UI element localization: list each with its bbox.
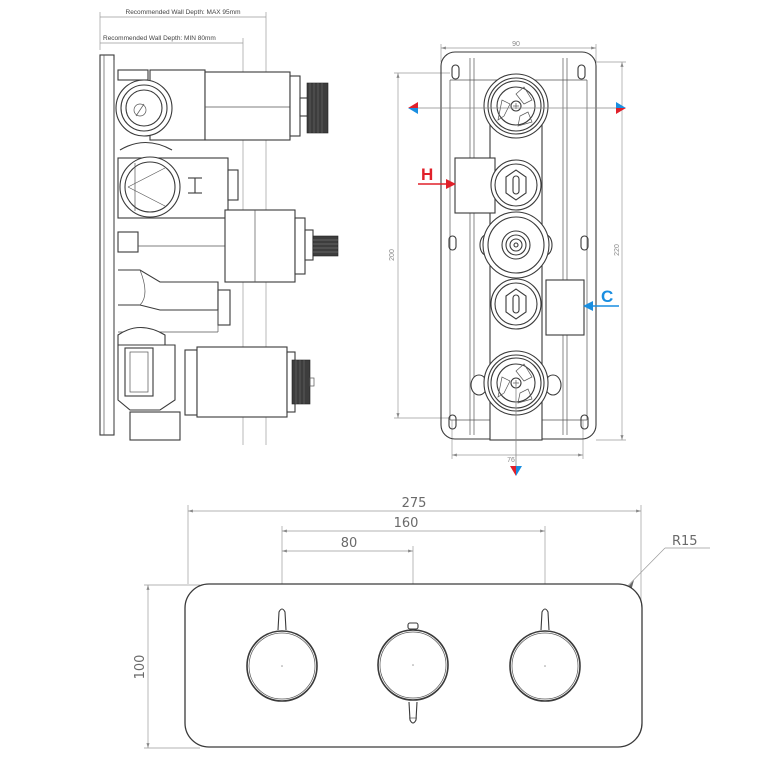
right-outlet-arrow-icon [616,102,626,114]
wall-depth-max-label: Recommended Wall Depth: MAX 95mm [126,9,241,16]
radius-label: R15 [672,534,698,549]
inner-spacing-label: 80 [341,536,358,551]
radius-callout: R15 [605,534,710,609]
outer-spacing-label: 160 [394,516,419,531]
hot-label: H [421,165,433,184]
front-view: 90 200 220 76 [389,41,626,476]
cold-isolator [490,278,542,330]
top-outlet-arrows [408,102,626,114]
down-outlet-arrow-icon [510,466,522,476]
faceplate-view: 275 160 80 100 R15 [133,496,710,749]
side-backplate [99,54,115,436]
right-control-knob [509,608,581,702]
height-label: 100 [133,655,148,680]
hot-inlet-box [454,157,496,214]
bottom-outlet-arrow [510,383,522,476]
thermostatic-cartridge [479,211,553,279]
hot-inlet-indicator: H [418,165,456,189]
left-control-knob [246,608,318,702]
width-dimension: 90 [440,41,597,62]
side-view: Recommended Wall Depth: MAX 95mm Recomme… [99,9,339,445]
cold-inlet-indicator: C [583,287,619,311]
hot-arrow-icon [446,179,456,189]
side-hot-inlet [117,141,239,219]
height-dimension-left-label: 200 [389,249,396,261]
side-cold-inlet [118,269,231,333]
height-dimension-right-label: 220 [614,244,621,256]
height-dimension: 100 [133,584,200,749]
top-outlet-valve [483,73,549,139]
mounting-slots [448,64,589,430]
cold-arrow-icon [583,301,593,311]
height-dimension-right: 220 [596,61,626,441]
overall-width-label: 275 [402,496,427,511]
left-outlet-arrow-icon [408,102,418,114]
centre-control-knob [377,622,449,724]
side-bottom-cartridge [117,326,315,441]
width-dimension-label: 90 [512,41,520,48]
side-middle-cartridge [117,209,339,283]
bottom-dimension-label: 76 [507,457,515,464]
wall-depth-min-label: Recommended Wall Depth: MIN 80mm [103,35,216,42]
side-top-cartridge [115,69,329,141]
cold-inlet-box [545,279,585,336]
hot-isolator [490,159,542,211]
cold-label: C [601,287,613,306]
